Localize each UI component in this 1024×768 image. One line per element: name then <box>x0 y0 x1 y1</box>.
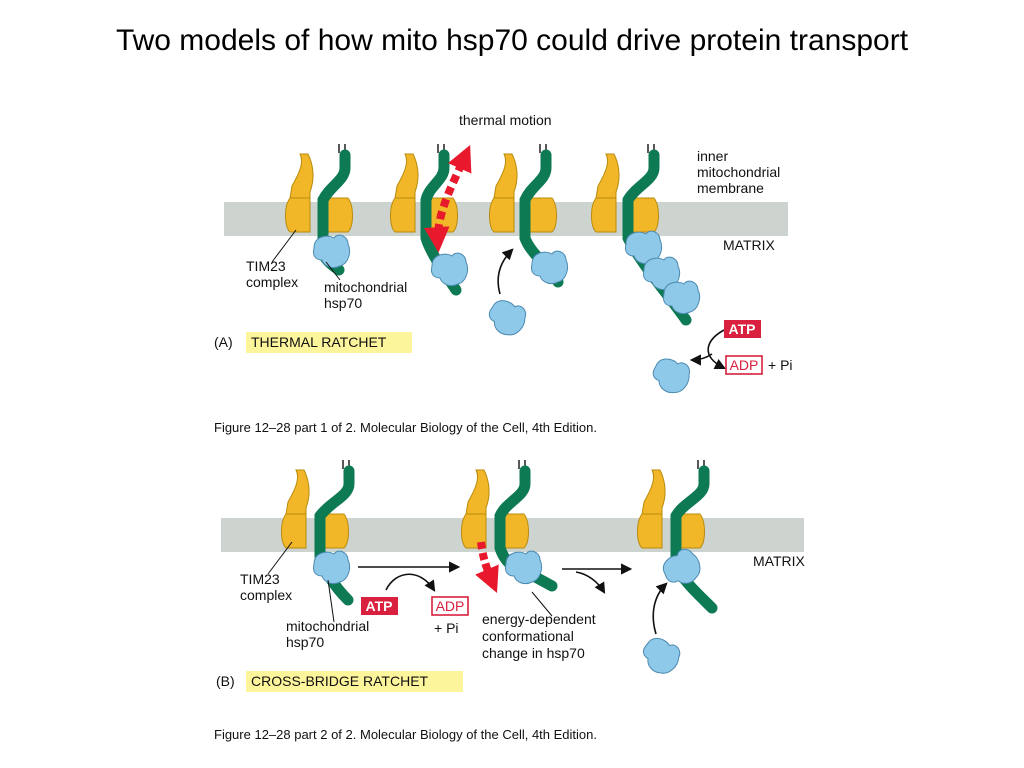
hsp70-blob <box>430 252 469 287</box>
tim23-label-line: complex <box>240 587 292 603</box>
thermal-motion-label: thermal motion <box>459 112 552 128</box>
model-label-highlight <box>246 332 412 353</box>
conformational-label-line: energy-dependent <box>482 611 596 627</box>
pi-label: + Pi <box>434 620 459 636</box>
thermal-motion-arrow <box>424 144 472 253</box>
conformational-leader-line <box>531 591 553 617</box>
tim23-label-line: complex <box>246 274 298 290</box>
tim23-label-line: TIM23 <box>246 258 286 274</box>
model-label: THERMAL RATCHET <box>251 334 387 350</box>
hsp70-blob <box>636 632 685 680</box>
atp-cycle-arrow <box>385 573 436 592</box>
hsp70-label-line: hsp70 <box>286 634 324 650</box>
matrix-label: MATRIX <box>753 553 806 569</box>
atp-label: ATP <box>366 598 393 614</box>
model-label: CROSS-BRIDGE RATCHET <box>251 673 429 689</box>
hsp70-blob <box>483 295 531 341</box>
matrix-label: MATRIX <box>723 237 776 253</box>
panel-letter: (A) <box>214 334 233 350</box>
hsp70-label-line: mitochondrial <box>324 279 407 295</box>
membrane-label-line: mitochondrial <box>697 164 780 180</box>
binding-arrow <box>497 248 514 295</box>
model-label-highlight <box>246 671 463 692</box>
hsp70-blob <box>312 550 351 585</box>
protein-chain <box>314 465 355 606</box>
adp-label: ADP <box>436 598 465 614</box>
hsp70-label-line: hsp70 <box>324 295 362 311</box>
hsp70-label-line: mitochondrial <box>286 618 369 634</box>
hsp70-blob <box>504 550 543 585</box>
hsp70-blob <box>662 280 701 315</box>
atp-box <box>361 597 398 615</box>
tim23-leader-line <box>271 229 297 263</box>
conformational-label-line: conformational <box>482 628 574 644</box>
slide-title: Two models of how mito hsp70 could drive… <box>115 24 909 57</box>
release-arrow <box>575 571 606 594</box>
panel-letter: (B) <box>216 673 235 689</box>
hsp70-leader-line <box>325 261 341 281</box>
conformational-label-line: change in hsp70 <box>482 645 585 661</box>
membrane-label-line: membrane <box>697 180 764 196</box>
atp-box <box>724 320 761 338</box>
release-arrow <box>689 353 713 366</box>
rebinding-arrow <box>652 582 668 635</box>
atp-label: ATP <box>729 321 756 337</box>
adp-label: ADP <box>730 357 759 373</box>
hsp70-blob <box>647 353 694 398</box>
hsp70-leader-line <box>327 579 335 623</box>
membrane-label-line: inner <box>697 148 728 164</box>
pi-label: + Pi <box>768 357 793 373</box>
adp-box <box>725 355 763 375</box>
atp-cycle-arrow <box>707 329 727 370</box>
tim23-label-line: TIM23 <box>240 571 280 587</box>
hsp70-blob <box>312 234 351 269</box>
figure-caption: Figure 12–28 part 2 of 2. Molecular Biol… <box>214 727 597 742</box>
tim23-leader-line <box>267 541 293 575</box>
adp-box <box>431 596 469 616</box>
protein-chain <box>670 465 718 614</box>
hsp70-blob <box>530 250 569 285</box>
conformational-change-arrow <box>475 541 499 594</box>
figure-caption: Figure 12–28 part 1 of 2. Molecular Biol… <box>214 420 597 435</box>
